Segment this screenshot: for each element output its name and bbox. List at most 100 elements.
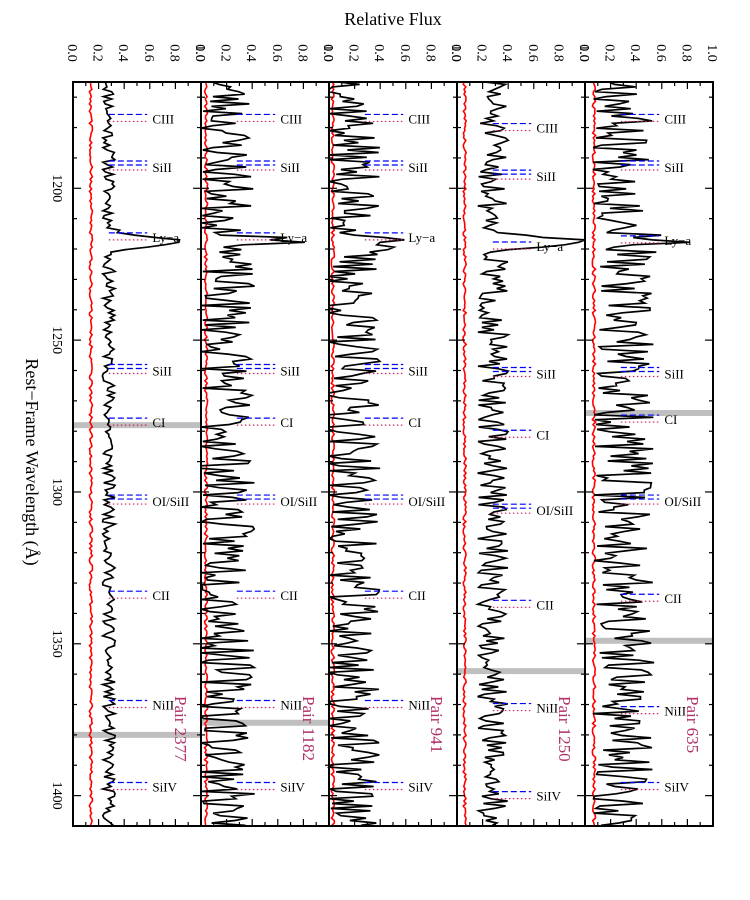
line-label: CII	[152, 588, 169, 603]
flux-tick-label: 1.0	[320, 44, 335, 62]
line-label: CII	[664, 591, 681, 606]
flux-tick-label: 1.0	[576, 44, 591, 62]
flux-tick-label: 0.4	[499, 44, 514, 62]
panel-title: Pair 1250	[555, 696, 574, 762]
wavelength-tick-label: 1350	[49, 630, 64, 658]
line-label: NiII	[536, 701, 558, 716]
line-label: SiII	[664, 367, 684, 382]
flux-tick-label: 0.4	[115, 44, 130, 62]
wavelength-tick-label: 1300	[49, 478, 64, 506]
flux-axis-title: Relative Flux	[344, 9, 442, 29]
flux-tick-label: 0.8	[422, 44, 437, 62]
masked-band	[585, 410, 713, 417]
line-label: CII	[408, 588, 425, 603]
flux-tick-label: 0.8	[294, 44, 309, 62]
line-label: Ly−a	[280, 230, 307, 245]
flux-tick-label: 0.4	[243, 44, 258, 62]
masked-band	[73, 731, 201, 738]
spectrum-panel: CIIISiIILy−aSiIICIOI/SiIICIINiIISiIVPair…	[448, 44, 591, 827]
flux-spectrum-line	[327, 81, 405, 827]
line-label: OI/SiII	[280, 494, 317, 509]
flux-spectrum-line	[99, 81, 181, 827]
line-label: CI	[664, 412, 677, 427]
line-label: SiIV	[664, 780, 689, 795]
flux-spectrum-line	[199, 81, 305, 827]
line-label: NiII	[152, 698, 174, 713]
error-spectrum-line	[88, 81, 94, 826]
flux-tick-label: 0.2	[218, 44, 233, 62]
flux-tick-label: 0.6	[525, 44, 540, 62]
flux-tick-label: 0.4	[627, 44, 642, 62]
line-label: OI/SiII	[152, 494, 189, 509]
line-label: SiII	[664, 160, 684, 175]
spectrum-panel: CIIISiIILy−aSiIICIOI/SiIICIINiIISiIVPair…	[192, 44, 335, 827]
line-label: CII	[536, 597, 553, 612]
line-label: SiII	[536, 169, 556, 184]
error-spectrum-line	[330, 81, 336, 826]
flux-tick-label: 0.6	[653, 44, 668, 62]
flux-tick-label: 0.0	[64, 44, 79, 62]
masked-band	[457, 668, 585, 675]
flux-spectrum-line	[592, 81, 691, 827]
masked-band	[201, 719, 329, 726]
masked-band	[585, 637, 713, 644]
line-label: NiII	[408, 698, 430, 713]
line-label: SiII	[152, 363, 172, 378]
line-label: SiII	[152, 160, 172, 175]
flux-tick-label: 0.8	[166, 44, 181, 62]
line-label: Ly−a	[536, 239, 563, 254]
panel-title: Pair 1182	[299, 696, 318, 761]
panels-group: CIIISiIILy−aSiIICIOI/SiIICIINiIISiIVPair…	[49, 44, 719, 827]
line-label: Ly−a	[152, 230, 179, 245]
panel-title: Pair 2377	[171, 696, 190, 762]
error-spectrum-line	[203, 81, 209, 826]
error-spectrum-line	[591, 81, 597, 826]
line-label: SiIV	[152, 780, 177, 795]
flux-spectrum-line	[474, 81, 586, 827]
flux-tick-label: 1.0	[704, 44, 719, 62]
line-label: CII	[280, 588, 297, 603]
flux-tick-label: 0.0	[320, 44, 335, 62]
flux-tick-label: 1.0	[448, 44, 463, 62]
line-label: OI/SiII	[536, 503, 573, 518]
line-label: SiII	[280, 160, 300, 175]
line-label: SiII	[408, 363, 428, 378]
flux-tick-label: 0.8	[678, 44, 693, 62]
flux-tick-label: 0.8	[550, 44, 565, 62]
line-label: OI/SiII	[408, 494, 445, 509]
line-label: NiII	[280, 698, 302, 713]
line-label: CI	[408, 415, 421, 430]
line-label: SiII	[280, 363, 300, 378]
line-label: Ly−a	[664, 233, 691, 248]
flux-tick-label: 0.0	[576, 44, 591, 62]
line-label: SiIV	[408, 780, 433, 795]
line-label: CI	[152, 415, 165, 430]
flux-tick-label: 0.4	[371, 44, 386, 62]
flux-tick-label: 0.2	[346, 44, 361, 62]
flux-tick-label: 0.2	[602, 44, 617, 62]
flux-tick-label: 0.0	[448, 44, 463, 62]
flux-tick-label: 0.2	[90, 44, 105, 62]
spectrum-panel: CIIISiIILy−aSiIICIOI/SiIICIINiIISiIVPair…	[320, 44, 463, 827]
wavelength-axis-title: Rest−Frame Wavelength (Å)	[21, 358, 42, 565]
line-label: SiIV	[280, 780, 305, 795]
spectrum-panel: CIIISiIILy−aSiIICIOI/SiIICIINiIISiIVPair…	[64, 44, 207, 827]
line-label: CIII	[280, 111, 302, 126]
line-label: CIII	[152, 111, 174, 126]
spectrum-panel: CIIISiIILy−aSiIICIOI/SiIICIINiIISiIVPair…	[576, 44, 719, 827]
wavelength-tick-label: 1400	[49, 782, 64, 810]
flux-tick-label: 0.6	[397, 44, 412, 62]
line-label: NiII	[664, 704, 686, 719]
line-label: SiIV	[536, 789, 561, 804]
line-label: CIII	[408, 111, 430, 126]
line-label: CI	[280, 415, 293, 430]
line-label: Ly−a	[408, 230, 435, 245]
line-label: CIII	[664, 111, 686, 126]
wavelength-tick-label: 1200	[49, 174, 64, 202]
line-label: CI	[536, 427, 549, 442]
flux-tick-label: 0.6	[141, 44, 156, 62]
error-spectrum-line	[462, 81, 468, 826]
line-label: CIII	[536, 121, 558, 136]
panel-title: Pair 635	[683, 696, 702, 753]
